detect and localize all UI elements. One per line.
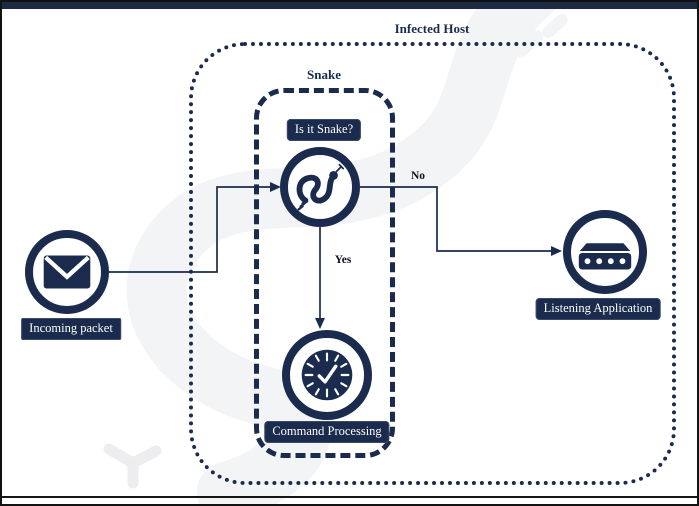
server-icon: [578, 243, 632, 270]
incoming-packet-badge: Incoming packet: [21, 318, 121, 340]
infected-host-label: Infected Host: [394, 21, 470, 36]
watermark-y-mark: [103, 443, 162, 489]
snake-icon: [296, 163, 345, 211]
envelope-icon: [43, 255, 91, 289]
bottom-rule: [2, 496, 697, 498]
infected-host-boundary: [189, 42, 676, 485]
snake-boundary: [254, 88, 395, 458]
listening-application-badge: Listening Application: [535, 298, 661, 320]
incoming-to-decision-connector: [109, 186, 270, 273]
arrowhead-into-listening: [551, 246, 562, 256]
arrowhead-into-decision: [270, 182, 281, 192]
command-processing-node: [282, 330, 372, 420]
no-branch-connector: [360, 186, 551, 252]
top-title-bar: [2, 2, 697, 9]
snake-decision-node: [280, 147, 360, 227]
decision-badge: Is it Snake?: [286, 119, 362, 141]
command-processing-badge: Command Processing: [264, 421, 390, 443]
gauge-check-icon: [301, 349, 353, 401]
arrowhead-into-command: [315, 318, 325, 329]
listening-application-node: [563, 210, 647, 294]
no-branch-label: No: [410, 170, 426, 182]
yes-branch-label: Yes: [334, 254, 352, 266]
incoming-packet-node: [25, 230, 109, 314]
snake-label: Snake: [307, 67, 341, 82]
